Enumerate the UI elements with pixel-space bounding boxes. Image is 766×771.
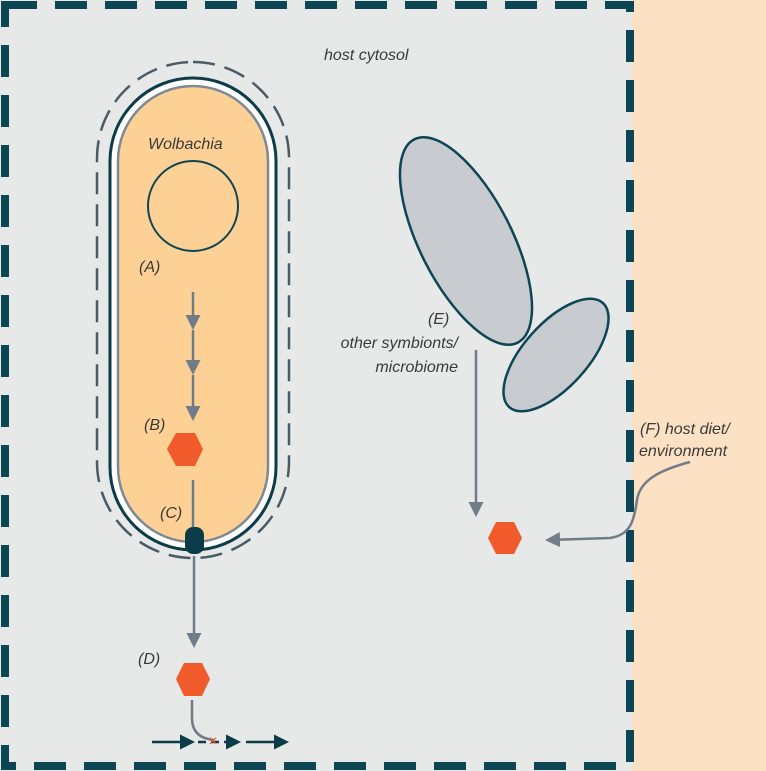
label-b: (B) — [144, 417, 165, 434]
host-cytosol-label: host cytosol — [324, 47, 409, 64]
host-pathway-connector — [190, 700, 215, 742]
label-e-line1: other symbionts/ — [341, 335, 460, 352]
vacuole-membrane — [95, 60, 291, 560]
diet-supply-arrow — [545, 460, 691, 548]
label-c: (C) — [160, 505, 182, 522]
blocked-step-mark: × — [208, 733, 217, 750]
label-a: (A) — [139, 259, 160, 276]
label-f-line2: environment — [639, 443, 728, 460]
transporter — [185, 527, 204, 554]
symbiont-large — [398, 136, 534, 346]
label-d: (D) — [138, 651, 160, 668]
metabolite-hexagon-b — [167, 433, 203, 466]
label-f: (F) host diet/ — [640, 421, 731, 438]
label-e-line2: microbiome — [375, 359, 458, 376]
wolbachia-genome-circle — [147, 160, 239, 252]
label-e: (E) — [428, 311, 449, 328]
host-cell-boundary — [1, 1, 634, 770]
wolbachia-label: Wolbachia — [148, 136, 223, 153]
metabolite-hexagon-d — [176, 663, 210, 696]
symbiont-small — [502, 297, 610, 413]
metabolite-hexagon-e — [488, 522, 522, 554]
